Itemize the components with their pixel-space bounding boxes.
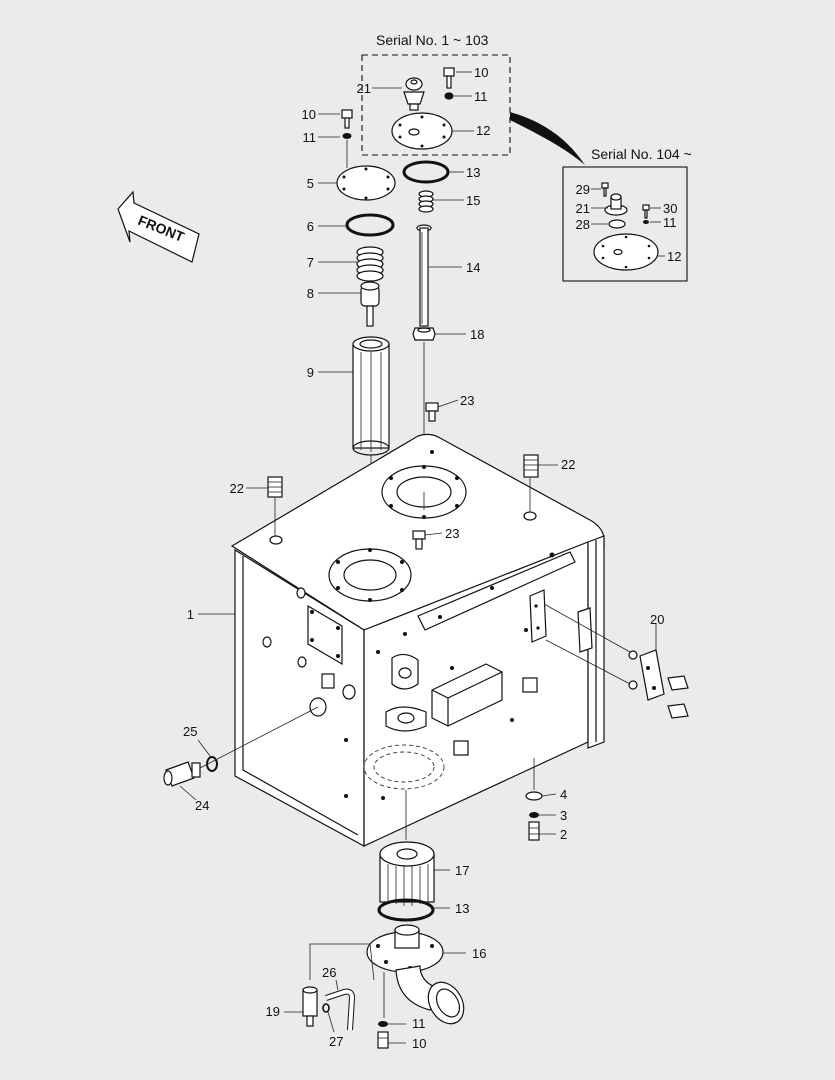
callout-19: 19 (266, 1004, 280, 1019)
washer-part-11-d (643, 220, 649, 224)
port-flange-1 (391, 653, 419, 690)
cover-plate-part-5 (336, 165, 396, 201)
callout-9: 9 (307, 365, 314, 380)
bolt-part-10-b (341, 109, 353, 129)
tank-side-rail (417, 551, 576, 631)
cover-plate-part-12-b (593, 233, 659, 271)
callout-30: 30 (663, 201, 677, 216)
washer-part-11-c (378, 1021, 388, 1027)
spring-part-15 (418, 190, 434, 213)
callout-20: 20 (650, 612, 664, 627)
callout-16: 16 (472, 946, 486, 961)
o-ring-part-13-b (377, 898, 435, 922)
bolt-part-20-a (667, 675, 689, 691)
callout-11-b: 11 (303, 130, 317, 145)
callout-10-c: 10 (412, 1036, 426, 1051)
plug-part-22-a (267, 476, 283, 498)
callout-6: 6 (307, 219, 314, 234)
hydraulic-tank-part-1 (230, 433, 605, 848)
o-ring-part-13-a (402, 160, 450, 184)
sensor-part-24 (163, 761, 201, 787)
port-flange-2 (385, 706, 427, 732)
serial-early-label: Serial No. 1 ~ 103 (376, 32, 489, 48)
suction-flange-part-16 (366, 924, 465, 1025)
callout-14: 14 (466, 260, 480, 275)
callout-12-a: 12 (476, 123, 490, 138)
screw-part-29 (601, 182, 609, 197)
washer-part-4 (525, 791, 543, 801)
callout-8: 8 (307, 286, 314, 301)
callout-22-b: 22 (561, 457, 575, 472)
spring-washer-part-3 (529, 812, 539, 818)
bracket-box (431, 663, 503, 727)
callout-25: 25 (183, 724, 197, 739)
callout-13-a: 13 (466, 165, 480, 180)
serial-late-label: Serial No. 104 ~ (591, 146, 692, 162)
right-face-bracket (529, 589, 547, 643)
plug-part-22-b (523, 454, 539, 478)
callout-24: 24 (195, 798, 209, 813)
bolt-part-2 (528, 821, 540, 841)
callout-21-a: 21 (357, 81, 371, 96)
serial-early-box (361, 54, 511, 156)
gasket-part-28 (608, 219, 626, 229)
breather-cap-part-21-b (604, 193, 628, 216)
plug-part-23-a (425, 402, 439, 422)
bolt-part-10-c (377, 1031, 389, 1049)
return-filter-part-17 (379, 841, 435, 906)
o-ring-part-6 (345, 213, 395, 237)
callout-23-b: 23 (445, 526, 459, 541)
serial-late-box (562, 166, 688, 282)
breather-cap-part-21 (403, 77, 425, 111)
callout-21-b: 21 (576, 201, 590, 216)
callout-12-b: 12 (667, 249, 681, 264)
callout-27: 27 (329, 1034, 343, 1049)
cover-plate-part-12-a (391, 112, 453, 150)
serial-late-group: Serial No. 104 ~ (562, 146, 692, 282)
callout-26: 26 (322, 965, 336, 980)
callout-2: 2 (560, 827, 567, 842)
callout-28: 28 (576, 217, 590, 232)
callout-3: 3 (560, 808, 567, 823)
bolt-part-10-a (443, 67, 455, 89)
bolt-part-20-b (667, 703, 689, 719)
sensor-part-19 (302, 986, 318, 1027)
callout-29: 29 (576, 182, 590, 197)
rod-part-14 (416, 224, 432, 327)
callout-13-b: 13 (455, 901, 469, 916)
spring-part-7 (356, 246, 384, 282)
callout-17: 17 (455, 863, 469, 878)
washer-part-11-a (444, 92, 454, 100)
left-face-plate (307, 604, 343, 666)
callout-15: 15 (466, 193, 480, 208)
callout-1: 1 (187, 607, 194, 622)
callout-11-c: 11 (412, 1016, 426, 1031)
callout-10-a: 10 (474, 65, 488, 80)
callout-4: 4 (560, 787, 567, 802)
top-flange-left (328, 548, 412, 602)
serial-early-group: Serial No. 1 ~ 103 (361, 32, 511, 156)
front-direction-arrow: FRONT (117, 190, 200, 263)
valve-part-8 (360, 281, 380, 327)
callout-22-a: 22 (230, 481, 244, 496)
nut-part-18 (412, 327, 436, 341)
washer-part-11-b (342, 133, 352, 139)
clamp-bracket-part-20 (577, 607, 665, 701)
callout-5: 5 (307, 176, 314, 191)
callout-11-a: 11 (474, 89, 488, 104)
callout-11-d: 11 (663, 215, 677, 230)
callout-18: 18 (470, 327, 484, 342)
leader-lines (179, 113, 657, 1044)
strainer-element-part-9 (352, 336, 390, 456)
plug-part-23-b (412, 530, 426, 550)
callout-7: 7 (307, 255, 314, 270)
callout-23-a: 23 (460, 393, 474, 408)
callout-10-b: 10 (302, 107, 316, 122)
o-ring-part-27 (322, 1003, 330, 1013)
part-callouts: 10 11 21 12 10 11 5 13 6 15 7 14 8 18 9 … (183, 65, 681, 1051)
bolt-part-30 (642, 204, 650, 219)
reference-arrow (510, 112, 585, 165)
